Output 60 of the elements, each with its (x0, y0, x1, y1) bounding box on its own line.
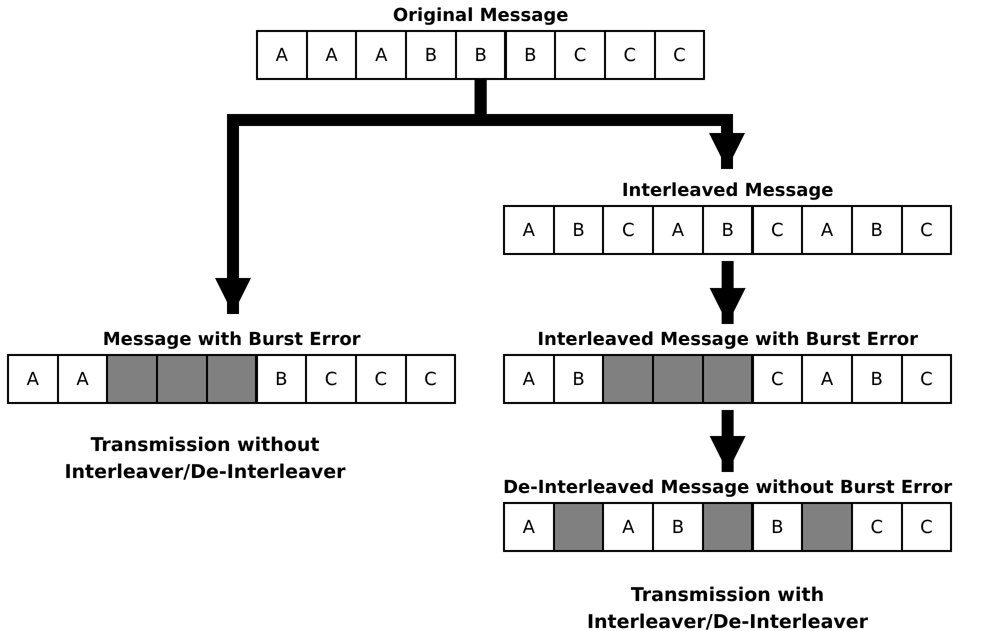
symbol-cell: A (801, 205, 853, 255)
symbol-cell: A (503, 354, 555, 404)
row-heading: Interleaved Message (620, 179, 834, 203)
symbol-cell: B (850, 354, 903, 404)
symbol-cell: B (454, 30, 506, 80)
symbol-cell: A (56, 354, 108, 404)
symbol-cell: C (404, 354, 456, 404)
symbol-cell: C (900, 354, 952, 404)
error-cell (801, 502, 853, 552)
symbol-cell: C (604, 30, 656, 80)
error-cell (156, 354, 208, 404)
error-cell (552, 502, 604, 552)
error-cell (206, 354, 258, 404)
symbol-cell: C (850, 502, 903, 552)
symbol-cell: B (702, 205, 754, 255)
symbol-cell: C (900, 205, 952, 255)
row-heading: Original Message (392, 4, 570, 28)
symbol-cell: C (554, 30, 606, 80)
row-heading: Interleaved Message with Burst Error (536, 328, 919, 352)
symbol-cell: B (850, 205, 903, 255)
symbol-cell: B (256, 354, 308, 404)
symbol-cell: B (752, 502, 804, 552)
symbol-cell: A (256, 30, 308, 80)
error-cell (702, 502, 754, 552)
symbol-cell: A (7, 354, 59, 404)
symbol-cell: B (504, 30, 556, 80)
arrow (710, 410, 746, 472)
error-cell (652, 354, 704, 404)
symbol-cell: B (652, 502, 704, 552)
symbol-cell: C (900, 502, 952, 552)
symbol-cell: C (305, 354, 357, 404)
error-cell (602, 354, 654, 404)
arrow (710, 261, 746, 324)
symbol-cell: C (752, 205, 804, 255)
symbol-cell: A (602, 502, 654, 552)
symbol-cell: A (503, 205, 555, 255)
caption-text: Transmission without Interleaver/De-Interleaver (63, 433, 347, 485)
row-heading: De-Interleaved Message without Burst Error (502, 476, 954, 500)
message-row (503, 328, 952, 404)
error-cell (702, 354, 754, 404)
caption-text: Transmission with Interleaver/De-Interleaver (586, 583, 870, 631)
symbol-cell: A (801, 354, 853, 404)
symbol-cell: A (355, 30, 408, 80)
symbol-cell: B (552, 205, 604, 255)
message-row (503, 476, 952, 552)
symbol-cell: C (752, 354, 804, 404)
symbol-cell: C (354, 354, 407, 404)
message-row (7, 328, 456, 404)
error-cell (106, 354, 158, 404)
symbol-cell: A (652, 205, 704, 255)
message-row (256, 4, 706, 80)
symbol-cell: A (503, 502, 555, 552)
symbol-cell: B (552, 354, 604, 404)
symbol-cell: C (654, 30, 706, 80)
row-heading: Message with Burst Error (102, 328, 362, 352)
symbol-cell: A (306, 30, 358, 80)
symbol-cell: C (602, 205, 654, 255)
arrow (474, 80, 745, 169)
message-row (503, 179, 952, 255)
symbol-cell: B (405, 30, 457, 80)
